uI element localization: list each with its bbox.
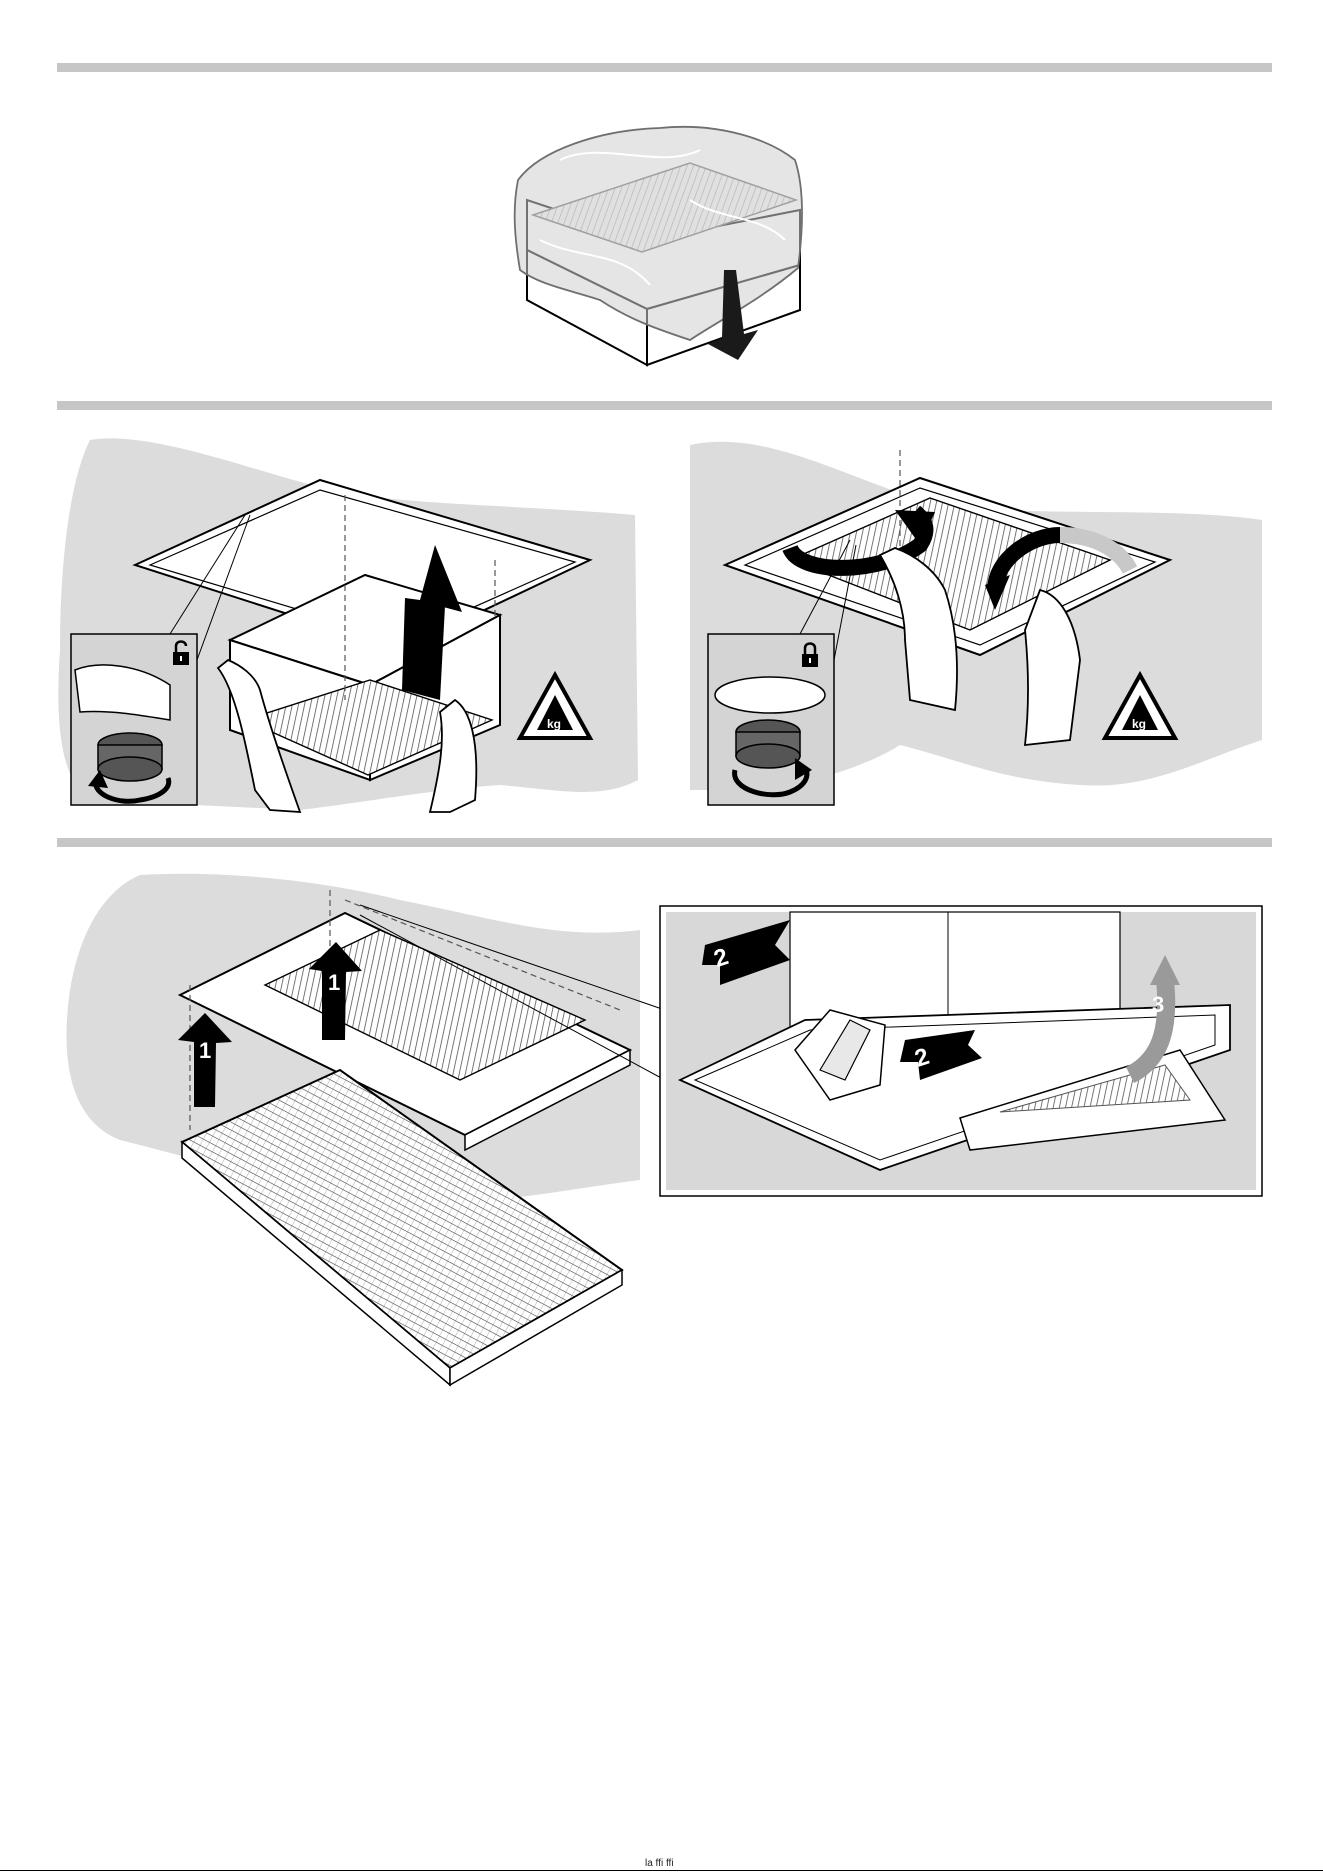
weight-warning-label: kg: [1132, 717, 1146, 731]
fig-remove-filter-left: kg: [58, 438, 638, 812]
fig-detail-inset: 2 2 3: [660, 906, 1262, 1196]
fig-unpack-filter: [515, 127, 802, 365]
footer-text: la ffi ffi: [645, 1858, 674, 1869]
step-number-3: 3: [1152, 992, 1164, 1017]
step-number-1a: 1: [199, 1038, 211, 1063]
step-number-1b: 1: [328, 970, 340, 995]
fig-remove-grille-left: 1 1: [67, 874, 665, 1385]
fig-unlock-filter-right: kg: [690, 442, 1262, 805]
weight-warning-label: kg: [547, 717, 561, 731]
page-bottom-rule: [0, 1870, 1323, 1871]
